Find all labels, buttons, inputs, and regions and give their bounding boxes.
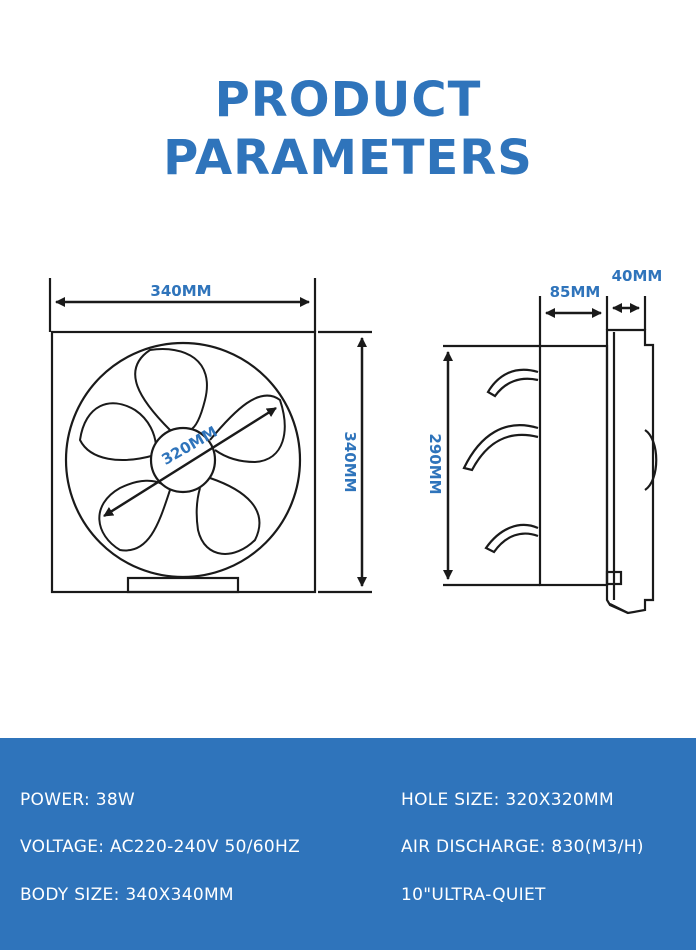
- side-dimension-arrows: [443, 303, 640, 580]
- side-view: [443, 296, 658, 615]
- front-width-label: 340MM: [150, 282, 211, 300]
- spec-noise: 10"ULTRA-QUIET: [401, 885, 546, 905]
- spec-hole-size: HOLE SIZE: 320X320MM: [401, 790, 614, 810]
- specs-panel: POWER: 38W VOLTAGE: AC220-240V 50/60HZ B…: [0, 738, 696, 950]
- side-body: [538, 344, 609, 587]
- spec-air-discharge: AIR DISCHARGE: 830(M3/H): [401, 837, 644, 857]
- louver-2: [462, 424, 539, 472]
- side-frame: [605, 328, 655, 615]
- front-dimension-arrows: [55, 297, 367, 587]
- base-mount: [126, 576, 240, 594]
- fan-dimension-drawing: 340MM 340MM 320MM 290MM 85MM 40MM: [48, 267, 663, 615]
- fan-ring: [64, 341, 302, 579]
- spec-voltage: VOLTAGE: AC220-240V 50/60HZ: [20, 837, 301, 857]
- louver-3: [484, 523, 539, 554]
- side-height-label: 290MM: [426, 433, 444, 494]
- louver-1: [486, 368, 539, 398]
- front-height-label: 340MM: [341, 431, 359, 492]
- spec-power: POWER: 38W: [20, 790, 136, 810]
- frame-depth-label: 40MM: [612, 267, 663, 285]
- diameter-arrow: [103, 406, 277, 518]
- title-line-1: PRODUCT: [214, 72, 482, 128]
- title-line-2: PARAMETERS: [163, 130, 533, 186]
- spec-body-size: BODY SIZE: 340X340MM: [20, 885, 234, 905]
- side-depth-label: 85MM: [550, 283, 601, 301]
